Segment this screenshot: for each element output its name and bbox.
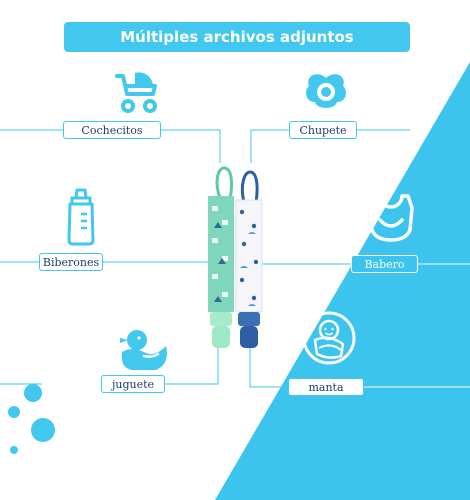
label-blanket: manta [288, 378, 364, 396]
connector-lines-right [249, 129, 410, 388]
pacifier-clips-product [208, 166, 263, 348]
decor-dot [31, 418, 55, 442]
decor-dot [8, 406, 20, 418]
label-bottle: Biberones [39, 253, 103, 271]
rubber-duck-icon [120, 330, 167, 370]
connector-lines-white [364, 263, 470, 388]
decor-dot [10, 446, 18, 454]
page-title: Múltiples archivos adjuntos [64, 22, 410, 52]
label-stroller: Cochecitos [63, 121, 161, 139]
swaddled-baby-icon [302, 311, 356, 365]
bib-icon [368, 194, 414, 242]
pacifier-icon [306, 74, 346, 108]
label-pacifier: Chupete [289, 121, 357, 139]
blue-triangle [215, 62, 470, 500]
stroller-icon [115, 72, 157, 113]
label-toy: juguete [101, 375, 165, 393]
connector-lines-left [0, 129, 221, 385]
decor-dot [24, 384, 42, 402]
baby-bottle-icon [67, 188, 95, 246]
label-bib: Babero [351, 255, 418, 273]
